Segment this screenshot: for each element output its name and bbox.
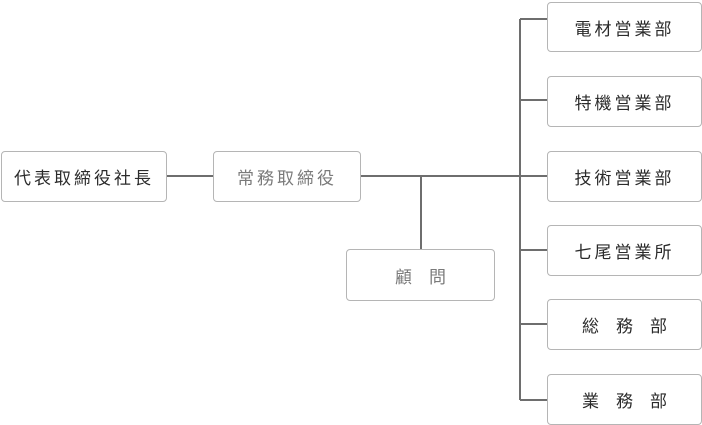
department-label: 七尾営業所	[574, 243, 675, 263]
president-label: 代表取締役社長	[14, 169, 154, 189]
department-label: 技術営業部	[574, 169, 675, 189]
advisor-box: 顧 問	[346, 249, 495, 301]
department-label: 業 務 部	[582, 392, 667, 412]
department-box-1: 電材営業部	[547, 2, 702, 52]
department-box-4: 七尾営業所	[547, 225, 702, 276]
department-label: 特機営業部	[574, 94, 675, 114]
department-label: 電材営業部	[574, 19, 675, 40]
department-box-6: 業 務 部	[547, 374, 702, 425]
president-box: 代表取締役社長	[1, 151, 167, 202]
managing-director-box: 常務取締役	[213, 151, 361, 202]
department-box-5: 総 務 部	[547, 299, 702, 350]
managing-director-label: 常務取締役	[237, 169, 337, 189]
department-box-2: 特機営業部	[547, 76, 702, 127]
department-box-3: 技術営業部	[547, 151, 702, 202]
advisor-label: 顧 問	[395, 267, 446, 288]
department-label: 総 務 部	[582, 317, 667, 337]
